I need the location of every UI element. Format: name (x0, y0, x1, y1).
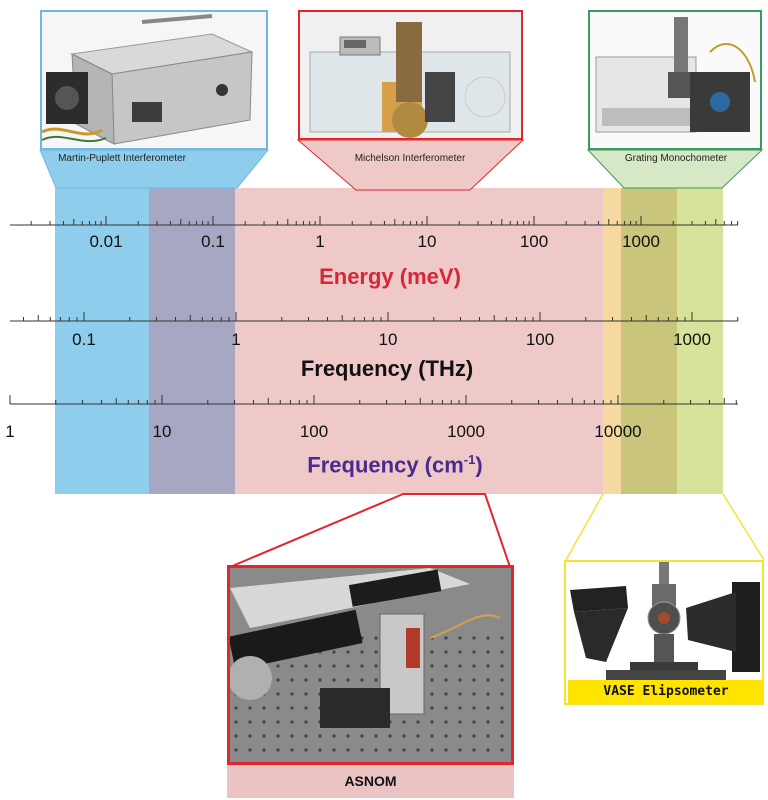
energy-axis-title: Energy (meV) (319, 264, 461, 289)
vase-label: VASE Elipsometer (568, 680, 764, 704)
energy-tick-label: 0.1 (201, 232, 225, 251)
martin-puplett-photo (40, 10, 268, 150)
energy-tick-label: 1 (315, 232, 325, 251)
thz-tick-label: 10 (378, 330, 398, 349)
band-olive (621, 188, 677, 494)
asnom-photo (227, 565, 514, 765)
vase-photo (564, 560, 764, 705)
wavenumber-title-base: Frequency (cm (307, 452, 464, 478)
grating-photo (588, 10, 762, 150)
energy-tick-label: 100 (519, 232, 549, 251)
wavenumber-axis-title: Frequency (cm-1) (307, 452, 482, 478)
band-green (677, 188, 723, 494)
wavenumber-tick-label: 1000 (447, 422, 485, 441)
thz-tick-label: 1 (231, 330, 241, 349)
energy-tick-label: 0.01 (89, 232, 123, 251)
asnom-label: ASNOM (227, 765, 514, 798)
band-michelson-range (235, 188, 603, 494)
band-overlap-slate (149, 188, 235, 494)
band-orange (603, 188, 621, 494)
wavenumber-tick-label: 100 (299, 422, 329, 441)
michelson-photo (298, 10, 523, 140)
band-far-infrared (55, 188, 149, 494)
wavenumber-title-end: ) (475, 452, 483, 478)
grating-label: Grating Monochometer (624, 153, 728, 164)
energy-tick-label: 10 (417, 232, 437, 251)
wavenumber-tick-label: 10 (152, 422, 172, 441)
wavenumber-tick-label: 10000 (594, 422, 642, 441)
energy-tick-label: 1000 (622, 232, 660, 251)
thz-tick-label: 0.1 (72, 330, 96, 349)
thz-tick-label: 100 (525, 330, 555, 349)
martin-puplett-label: Martin-Puplett Interferometer (58, 153, 186, 164)
thz-axis-title: Frequency (THz) (300, 356, 474, 381)
wavenumber-title-sup: -1 (463, 452, 476, 467)
michelson-label: Michelson Interferometer (354, 153, 466, 164)
wavenumber-tick-label: 1 (5, 422, 15, 441)
thz-tick-label: 1000 (673, 330, 711, 349)
